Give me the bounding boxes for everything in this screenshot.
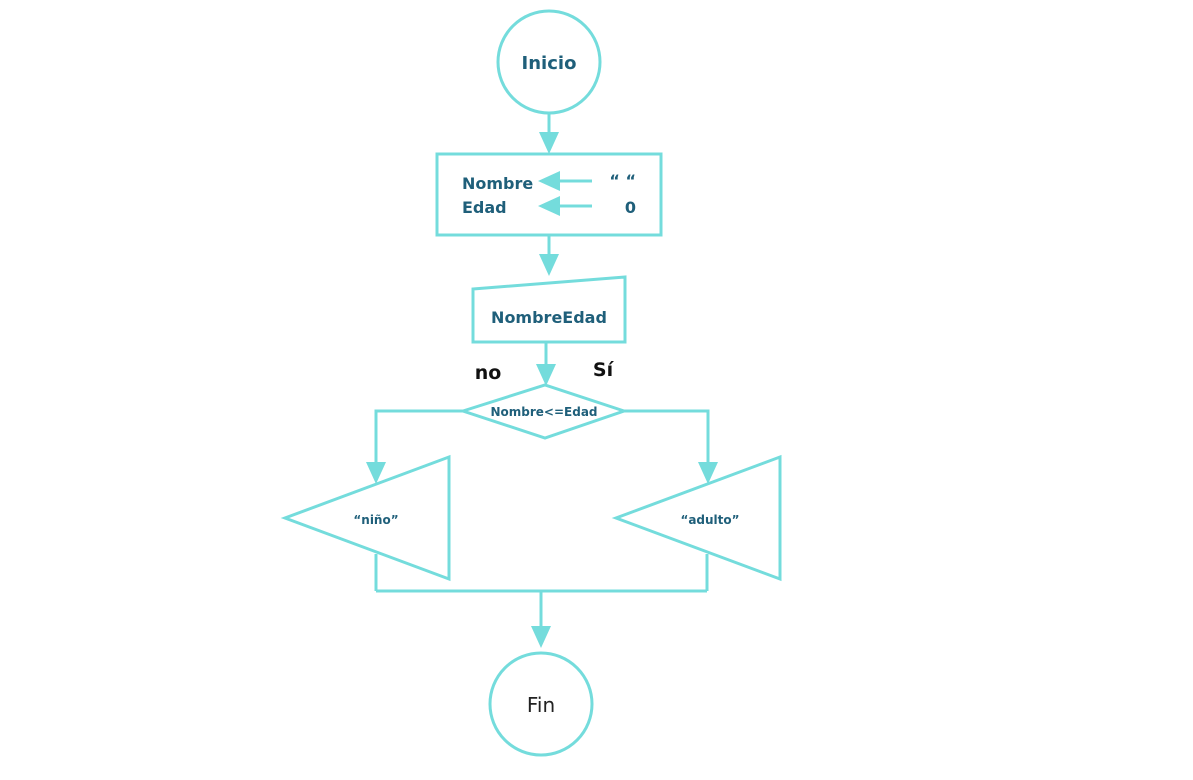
assign-arrowhead-nombre	[538, 171, 560, 191]
branch-label-yes: Sí	[593, 359, 615, 381]
connector-decision-no	[374, 409, 463, 464]
output-left-label: “niño”	[353, 513, 398, 527]
assign-val-edad: 0	[625, 198, 636, 217]
arrowhead-input-decision	[536, 364, 556, 386]
assign-var-edad: Edad	[462, 198, 507, 217]
input-node	[471, 275, 627, 344]
end-node	[488, 651, 594, 757]
output-right-node	[611, 454, 782, 582]
output-right-label: “adulto”	[680, 513, 739, 527]
assign-arrowhead-edad	[538, 196, 560, 216]
arrowhead-decision-yes	[698, 462, 718, 484]
output-left-node	[280, 454, 451, 582]
decision-label: Nombre<=Edad	[490, 405, 597, 419]
input-label: NombreEdad	[491, 308, 607, 327]
connector-decision-yes	[624, 409, 710, 464]
assign-val-nombre: “ “	[609, 171, 636, 190]
arrowhead-decision-no	[366, 462, 386, 484]
assign-var-nombre: Nombre	[462, 174, 533, 193]
assign-node	[435, 152, 663, 237]
start-label: Inicio	[522, 53, 577, 74]
end-label: Fin	[527, 693, 555, 717]
arrowhead-assign-input	[539, 254, 559, 276]
branch-label-no: no	[475, 362, 502, 384]
arrowhead-start-assign	[539, 132, 559, 154]
arrowhead-merge-end	[531, 626, 551, 648]
